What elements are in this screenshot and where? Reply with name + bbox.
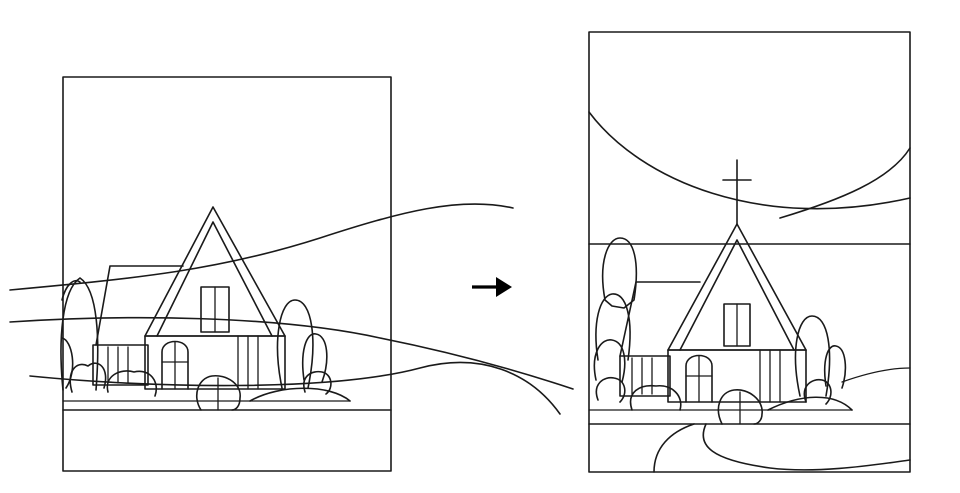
panel-before-side-building: [92, 344, 149, 386]
panel-after-side-building: [619, 355, 671, 397]
panel-after-winding-path-right: [702, 423, 911, 471]
panel-before-shrub-right-low: [303, 370, 332, 395]
panel-after: [588, 31, 911, 473]
panel-after-bush-center: [717, 389, 763, 425]
panel-after-tall-shrub-left: [601, 237, 638, 309]
panel-before-wave-hook: [61, 280, 81, 301]
panel-before-frame: [62, 76, 392, 472]
panel-after-bush-left-tall: [595, 293, 631, 361]
panel-before-wave-upper: [9, 203, 514, 291]
panel-after-facade: [667, 349, 807, 403]
panel-after-bush-left-low: [595, 376, 626, 403]
panel-before-tall-shrub-right: [276, 299, 314, 389]
panel-before-gable-inner: [156, 221, 273, 337]
panel-before-wave-lower: [29, 361, 561, 415]
panel-after-gable-outer: [667, 223, 807, 351]
panel-after-bush-left-mid: [593, 339, 626, 383]
panel-before-side-roof: [95, 265, 184, 346]
panel-after-tall-shrub-right: [794, 315, 831, 397]
panel-before-wave-middle: [9, 316, 574, 390]
panel-before-wave-left-bulge: [61, 337, 74, 389]
panel-after-gable-inner: [679, 239, 795, 351]
panel-after-shrub-right-small: [823, 345, 847, 389]
panel-after-side-roof: [619, 281, 701, 357]
panel-after-shrub-right-low: [803, 378, 832, 405]
panel-after-distant-hill: [841, 367, 911, 383]
panel-after-bush-center-left: [629, 384, 682, 411]
panel-before-bush-center: [196, 374, 241, 411]
panel-after-frame: [588, 31, 911, 473]
panel-after-winding-path-left: [653, 423, 695, 473]
panel-before-bush-left: [69, 362, 107, 393]
panel-after-hill-right: [767, 396, 853, 411]
panel-before-facade: [144, 335, 286, 390]
panel-after-sky-arc-right: [779, 147, 911, 219]
panel-before: [9, 76, 574, 472]
panel-before-shrub-right-small: [301, 333, 328, 383]
right-arrow-icon: [472, 277, 512, 297]
panel-after-sky-arc-left: [588, 111, 911, 210]
panel-before-hill-right: [249, 387, 351, 402]
panel-before-gable-outer: [144, 206, 286, 337]
